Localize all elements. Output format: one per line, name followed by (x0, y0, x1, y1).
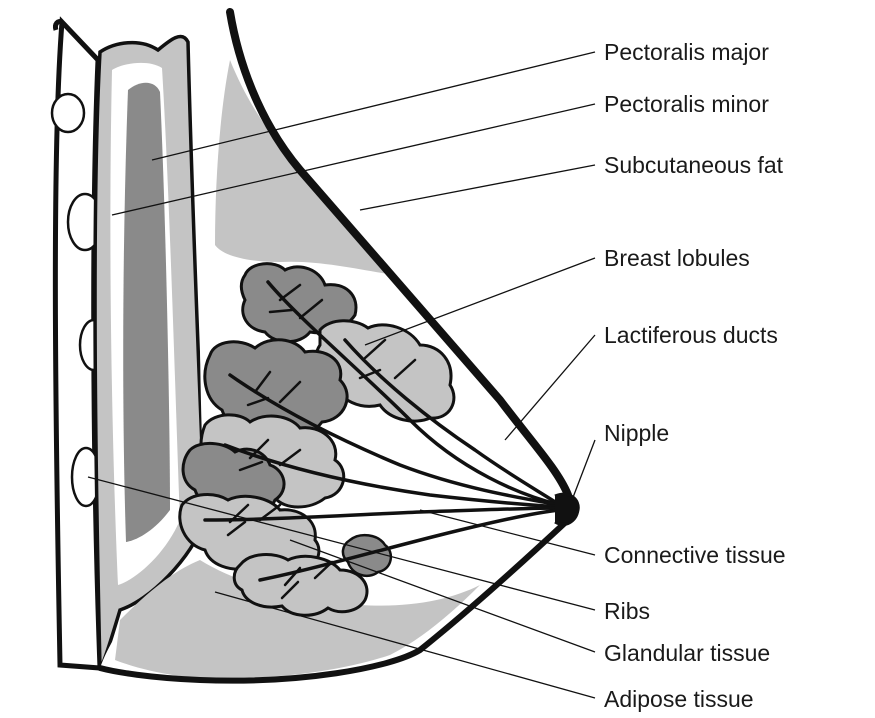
rib-1 (52, 94, 84, 132)
label-pectoralis-major: Pectoralis major (604, 39, 769, 65)
label-breast-lobules: Breast lobules (604, 245, 750, 271)
labels: Pectoralis major Pectoralis minor Subcut… (604, 39, 786, 712)
label-pectoralis-minor: Pectoralis minor (604, 91, 769, 117)
label-connective-tissue: Connective tissue (604, 542, 786, 568)
nipple (555, 494, 578, 524)
leader-nipple (572, 440, 595, 500)
leader-lactiferous-ducts (505, 335, 595, 440)
label-ribs: Ribs (604, 598, 650, 624)
leader-subcutaneous-fat (360, 165, 595, 210)
label-lactiferous-ducts: Lactiferous ducts (604, 322, 778, 348)
label-nipple: Nipple (604, 420, 669, 446)
label-adipose-tissue: Adipose tissue (604, 686, 754, 712)
label-glandular-tissue: Glandular tissue (604, 640, 770, 666)
label-subcutaneous-fat: Subcutaneous fat (604, 152, 784, 178)
